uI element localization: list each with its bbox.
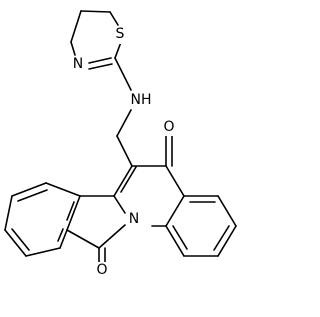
ketone-oxygen-label: O <box>163 119 174 135</box>
bond <box>165 165 185 197</box>
pyridinone-ring <box>113 133 185 227</box>
bond <box>88 63 113 70</box>
bond <box>98 224 126 249</box>
left-benzene-ring <box>4 182 81 257</box>
label-background <box>71 56 86 74</box>
bond <box>17 189 48 202</box>
bond <box>109 11 119 26</box>
bond <box>172 225 188 250</box>
bond <box>114 57 132 91</box>
bond <box>66 195 81 231</box>
bond <box>116 135 133 167</box>
nitrogen-atom-label: N <box>73 56 83 72</box>
bond <box>66 229 100 249</box>
lactam-oxygen-label: O <box>96 262 107 278</box>
bond <box>120 166 137 193</box>
bond <box>11 228 30 251</box>
label-background <box>128 91 154 109</box>
ring-nitrogen-label: N <box>129 211 139 227</box>
right-benzene-ring <box>165 195 237 257</box>
amine-nh-label: NH <box>131 92 152 108</box>
bond <box>113 165 133 197</box>
bond <box>80 10 111 13</box>
aminomethyl-linker <box>114 57 133 167</box>
bond <box>4 195 13 231</box>
bond <box>4 229 27 257</box>
bond <box>45 182 81 197</box>
label-background <box>113 26 128 44</box>
bond <box>165 225 185 257</box>
five-membered-ring <box>66 195 126 263</box>
bond <box>59 229 68 249</box>
bond <box>217 195 237 227</box>
bond <box>165 195 185 227</box>
thiazoline-ring <box>70 10 122 70</box>
bond <box>213 225 230 251</box>
label-background <box>161 118 177 136</box>
bond <box>114 41 122 59</box>
bond <box>57 228 64 242</box>
bond <box>113 195 126 214</box>
bond <box>70 41 76 56</box>
bond <box>88 57 112 64</box>
sulfur-atom-label: S <box>116 26 125 42</box>
label-background <box>126 209 142 227</box>
bond <box>70 10 82 43</box>
chemical-structure-diagram: S N NH O N O <box>4 10 237 280</box>
bond <box>116 109 132 137</box>
bond <box>11 182 47 197</box>
atom-labels: S N NH O N O <box>71 26 177 280</box>
bond <box>66 201 75 221</box>
bond <box>217 225 237 257</box>
label-background <box>94 262 110 280</box>
bond <box>25 247 61 257</box>
